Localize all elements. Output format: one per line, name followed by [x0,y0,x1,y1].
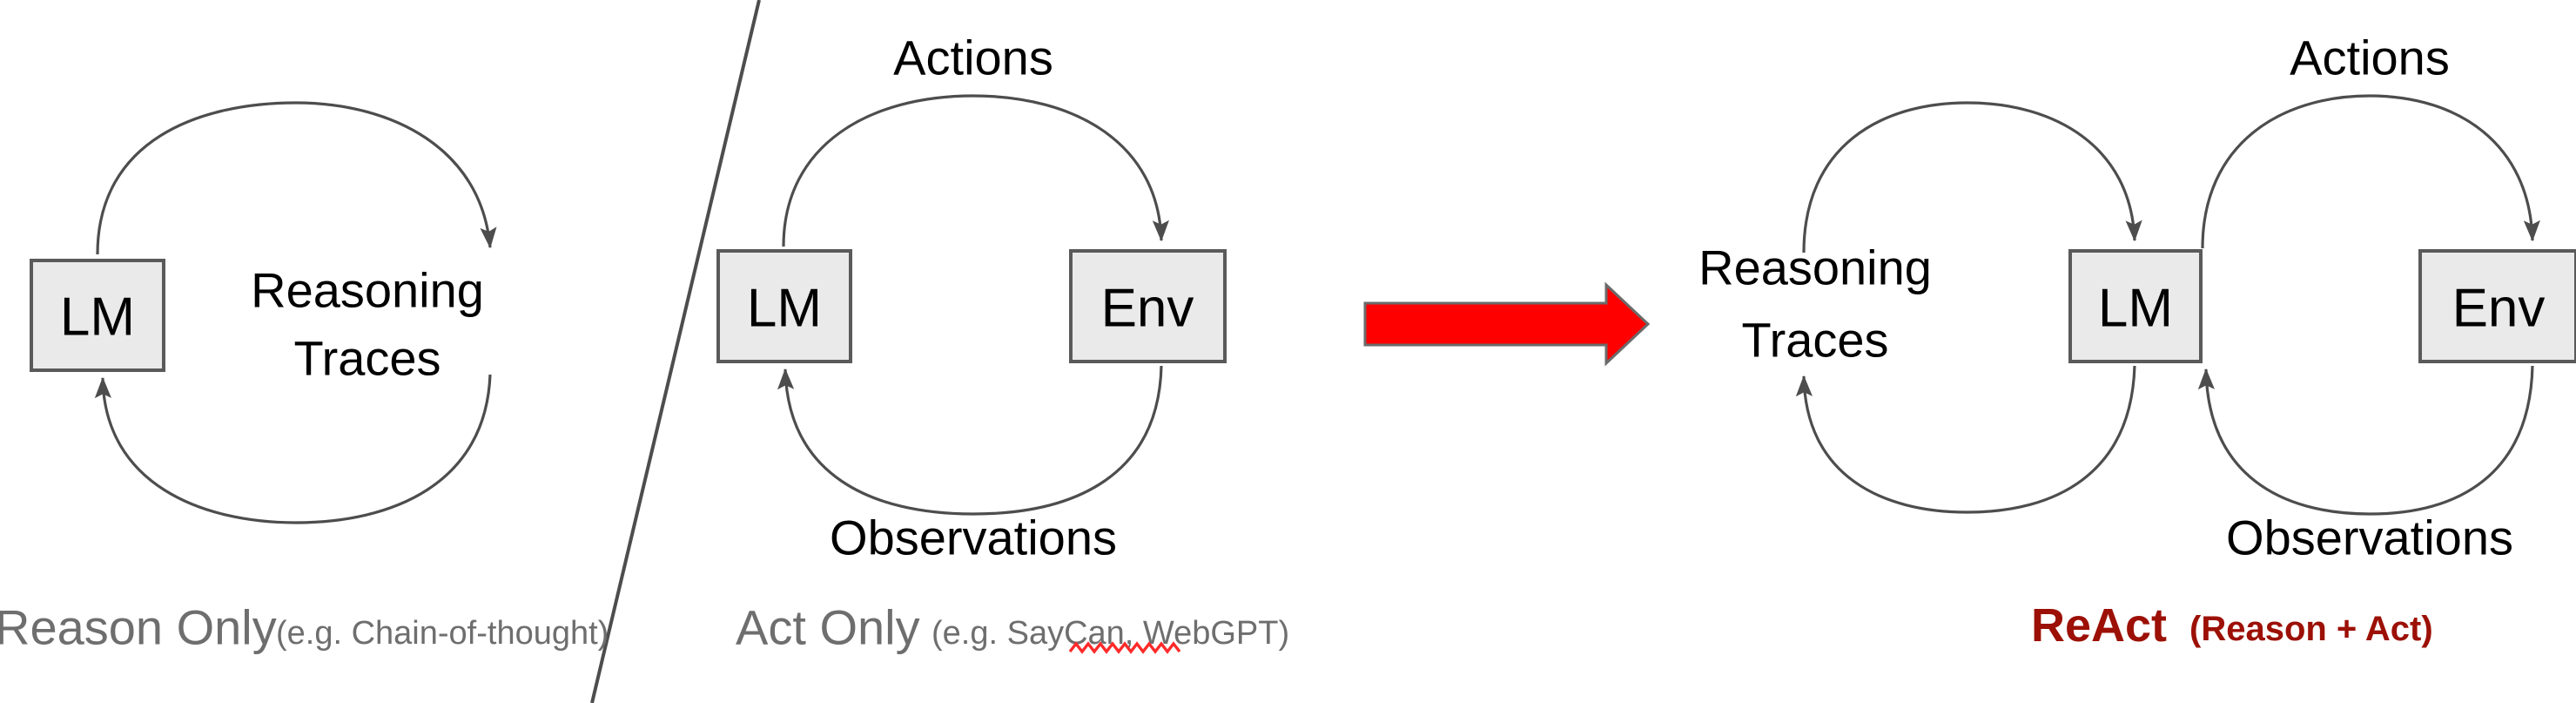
node-lm-react-label: LM [2098,279,2173,339]
node-lm-reason-only-label: LM [60,287,135,348]
observations-arc-act-only [777,365,1163,516]
node-env-act-only[interactable] [1069,249,1227,363]
caption-act-only-sub-after: ) [1278,615,1289,652]
caption-act-only-sub: (e.g. SayCan, WebGPT) [932,615,1289,652]
caption-react-sub: (Reason + Act) [2189,610,2433,648]
actions-label-act-only: Actions [893,30,1053,85]
caption-reason-only: Reason Only (e.g. Chain-of-thought) [0,600,609,655]
caption-react: ReAct (Reason + Act) [2031,599,2433,652]
caption-reason-only-main: Reason Only [0,600,277,655]
caption-act-only: Act Only (e.g. SayCan, WebGPT) [736,600,1289,655]
observations-label-react: Observations [2226,510,2513,565]
caption-act-only-sub-misspelled: WebGPT [1143,615,1279,652]
node-lm-act-only-label: LM [747,279,822,339]
actions-arc-act-only [782,94,1169,247]
panel-act-only: LM Env Actions Observations [716,30,1227,565]
reasoning-traces-label-line1: Reasoning [251,263,484,318]
reasoning-traces-arc-react-bottom [1795,365,2136,514]
reasoning-traces-bottom-arc [94,374,492,524]
node-env-react-label: Env [2452,279,2546,339]
reasoning-traces-label-react-line2: Traces [1741,313,1888,368]
caption-react-main: ReAct [2031,599,2167,652]
spellcheck-squiggle-icon [1068,641,1181,654]
reasoning-traces-label-line2: Traces [293,331,441,386]
node-lm-react[interactable] [2068,249,2203,363]
node-env-react[interactable] [2418,249,2576,363]
node-lm-reason-only[interactable] [30,259,165,372]
reasoning-traces-label-react-line1: Reasoning [1698,240,1932,295]
actions-label-react: Actions [2290,30,2450,85]
panel-react: LM Env Reasoning Traces Actions Observat… [1698,30,2576,565]
caption-reason-only-sub: (e.g. Chain-of-thought) [276,615,609,652]
observations-label-act-only: Observations [830,510,1117,565]
reasoning-traces-arc-react-top [1802,101,2142,253]
node-env-act-only-label: Env [1101,279,1194,339]
observations-arc-react [2197,365,2534,516]
caption-act-only-sub-before: (e.g. SayCan, [932,615,1143,652]
reasoning-traces-top-arc [96,101,497,255]
caption-act-only-main: Act Only [736,600,920,655]
actions-arc-react [2201,94,2540,249]
panel-divider-line [590,0,761,703]
node-lm-act-only[interactable] [716,249,852,363]
panel-reason-only: LM Reasoning Traces [30,101,497,524]
red-right-arrow-icon [1363,281,1651,367]
